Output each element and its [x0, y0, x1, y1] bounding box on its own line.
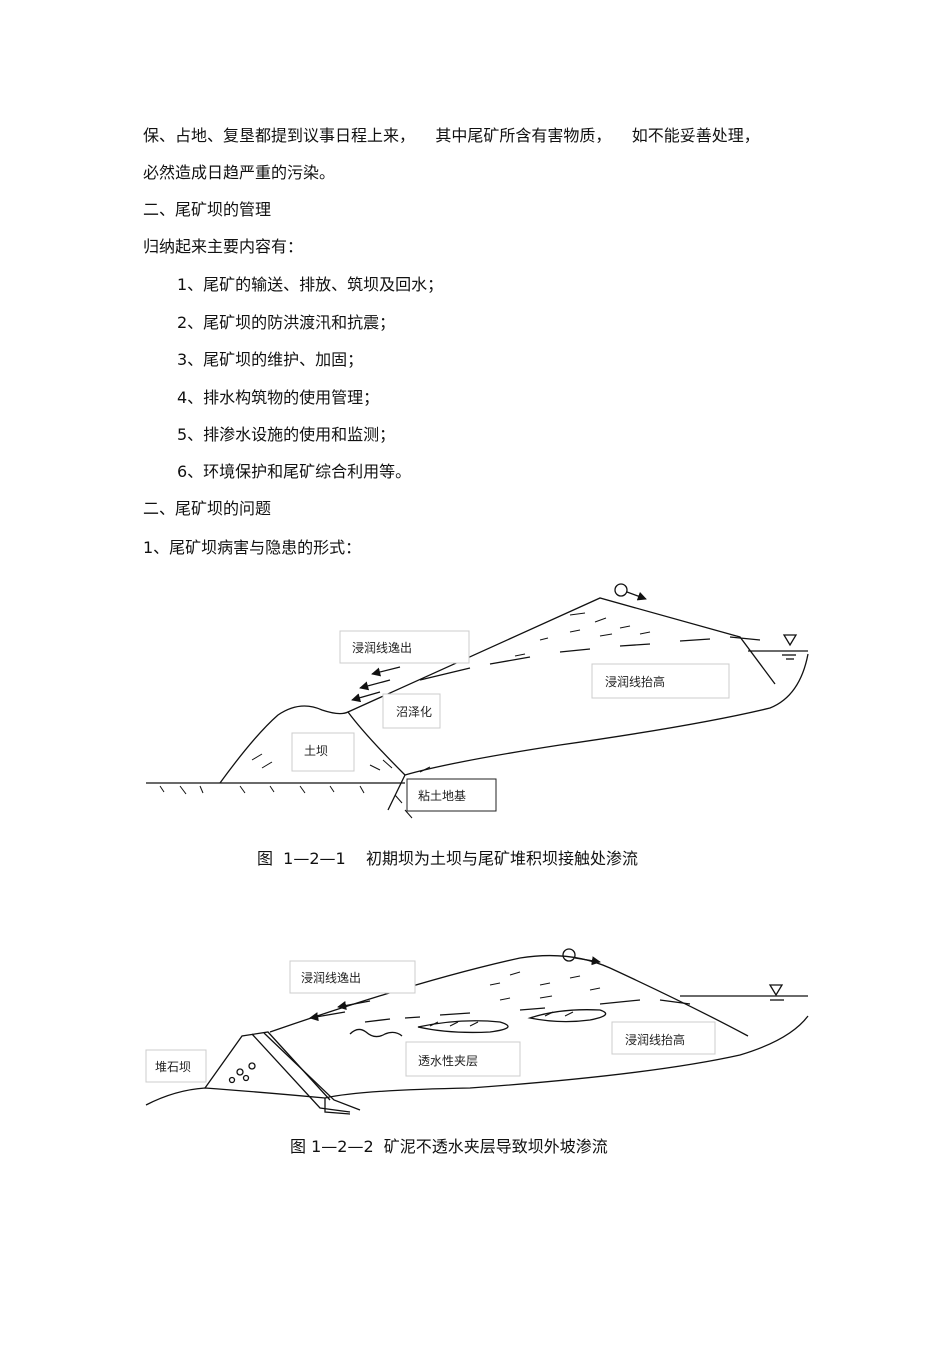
section-heading: 二、尾矿坝的管理 — [143, 200, 272, 219]
figure-2-labels: 浸润线逸出 堆石坝 透水性夹层 浸润线抬高 — [145, 960, 716, 1083]
label-earth-dam: 土坝 — [304, 744, 328, 758]
figure-2-caption: 图 1—2—2 矿泥不透水夹层导致坝外坡渗流 — [290, 1137, 608, 1156]
figure-1-caption: 图 1—2—1 初期坝为土坝与尾矿堆积坝接触处渗流 — [257, 849, 639, 868]
list-item: 2、尾矿坝的防洪渡汛和抗震； — [177, 313, 396, 332]
section-heading: 二、尾矿坝的问题 — [143, 499, 272, 518]
label-raise: 浸润线抬高 — [605, 674, 665, 689]
list-item: 4、排水构筑物的使用管理； — [177, 388, 380, 407]
label-seepage-exit: 浸润线逸出 — [352, 641, 412, 655]
list-item: 5、排渗水设施的使用和监测； — [177, 425, 396, 444]
label-rock-dam: 堆石坝 — [155, 1060, 191, 1074]
list-item: 6、环境保护和尾矿综合利用等。 — [177, 462, 412, 481]
paragraph-line: 保、占地、复垦都提到议事日程上来， 其中尾矿所含有害物质， 如不能妥善处理， — [143, 126, 760, 145]
list-item: 3、尾矿坝的维护、加固； — [177, 350, 364, 369]
label-raise-2: 浸润线抬高 — [625, 1032, 685, 1047]
label-clay-base: 粘土地基 — [418, 788, 466, 803]
subsection-heading: 1、尾矿坝病害与隐患的形式： — [143, 538, 362, 557]
figure-1-labels: 浸润线逸出 沼泽化 浸润线抬高 土坝 粘土地基 — [291, 630, 730, 812]
list-item: 1、尾矿的输送、排放、筑坝及回水； — [177, 275, 444, 294]
figure-2-diagram — [145, 948, 809, 1115]
paragraph-line: 归纳起来主要内容有： — [143, 237, 304, 256]
label-seepage-exit-2: 浸润线逸出 — [301, 971, 361, 985]
label-permeable-layer: 透水性夹层 — [418, 1054, 478, 1068]
label-swamp: 沼泽化 — [396, 705, 432, 719]
figure-1-diagram — [146, 583, 809, 819]
paragraph-line: 必然造成日趋严重的污染。 — [143, 163, 336, 182]
